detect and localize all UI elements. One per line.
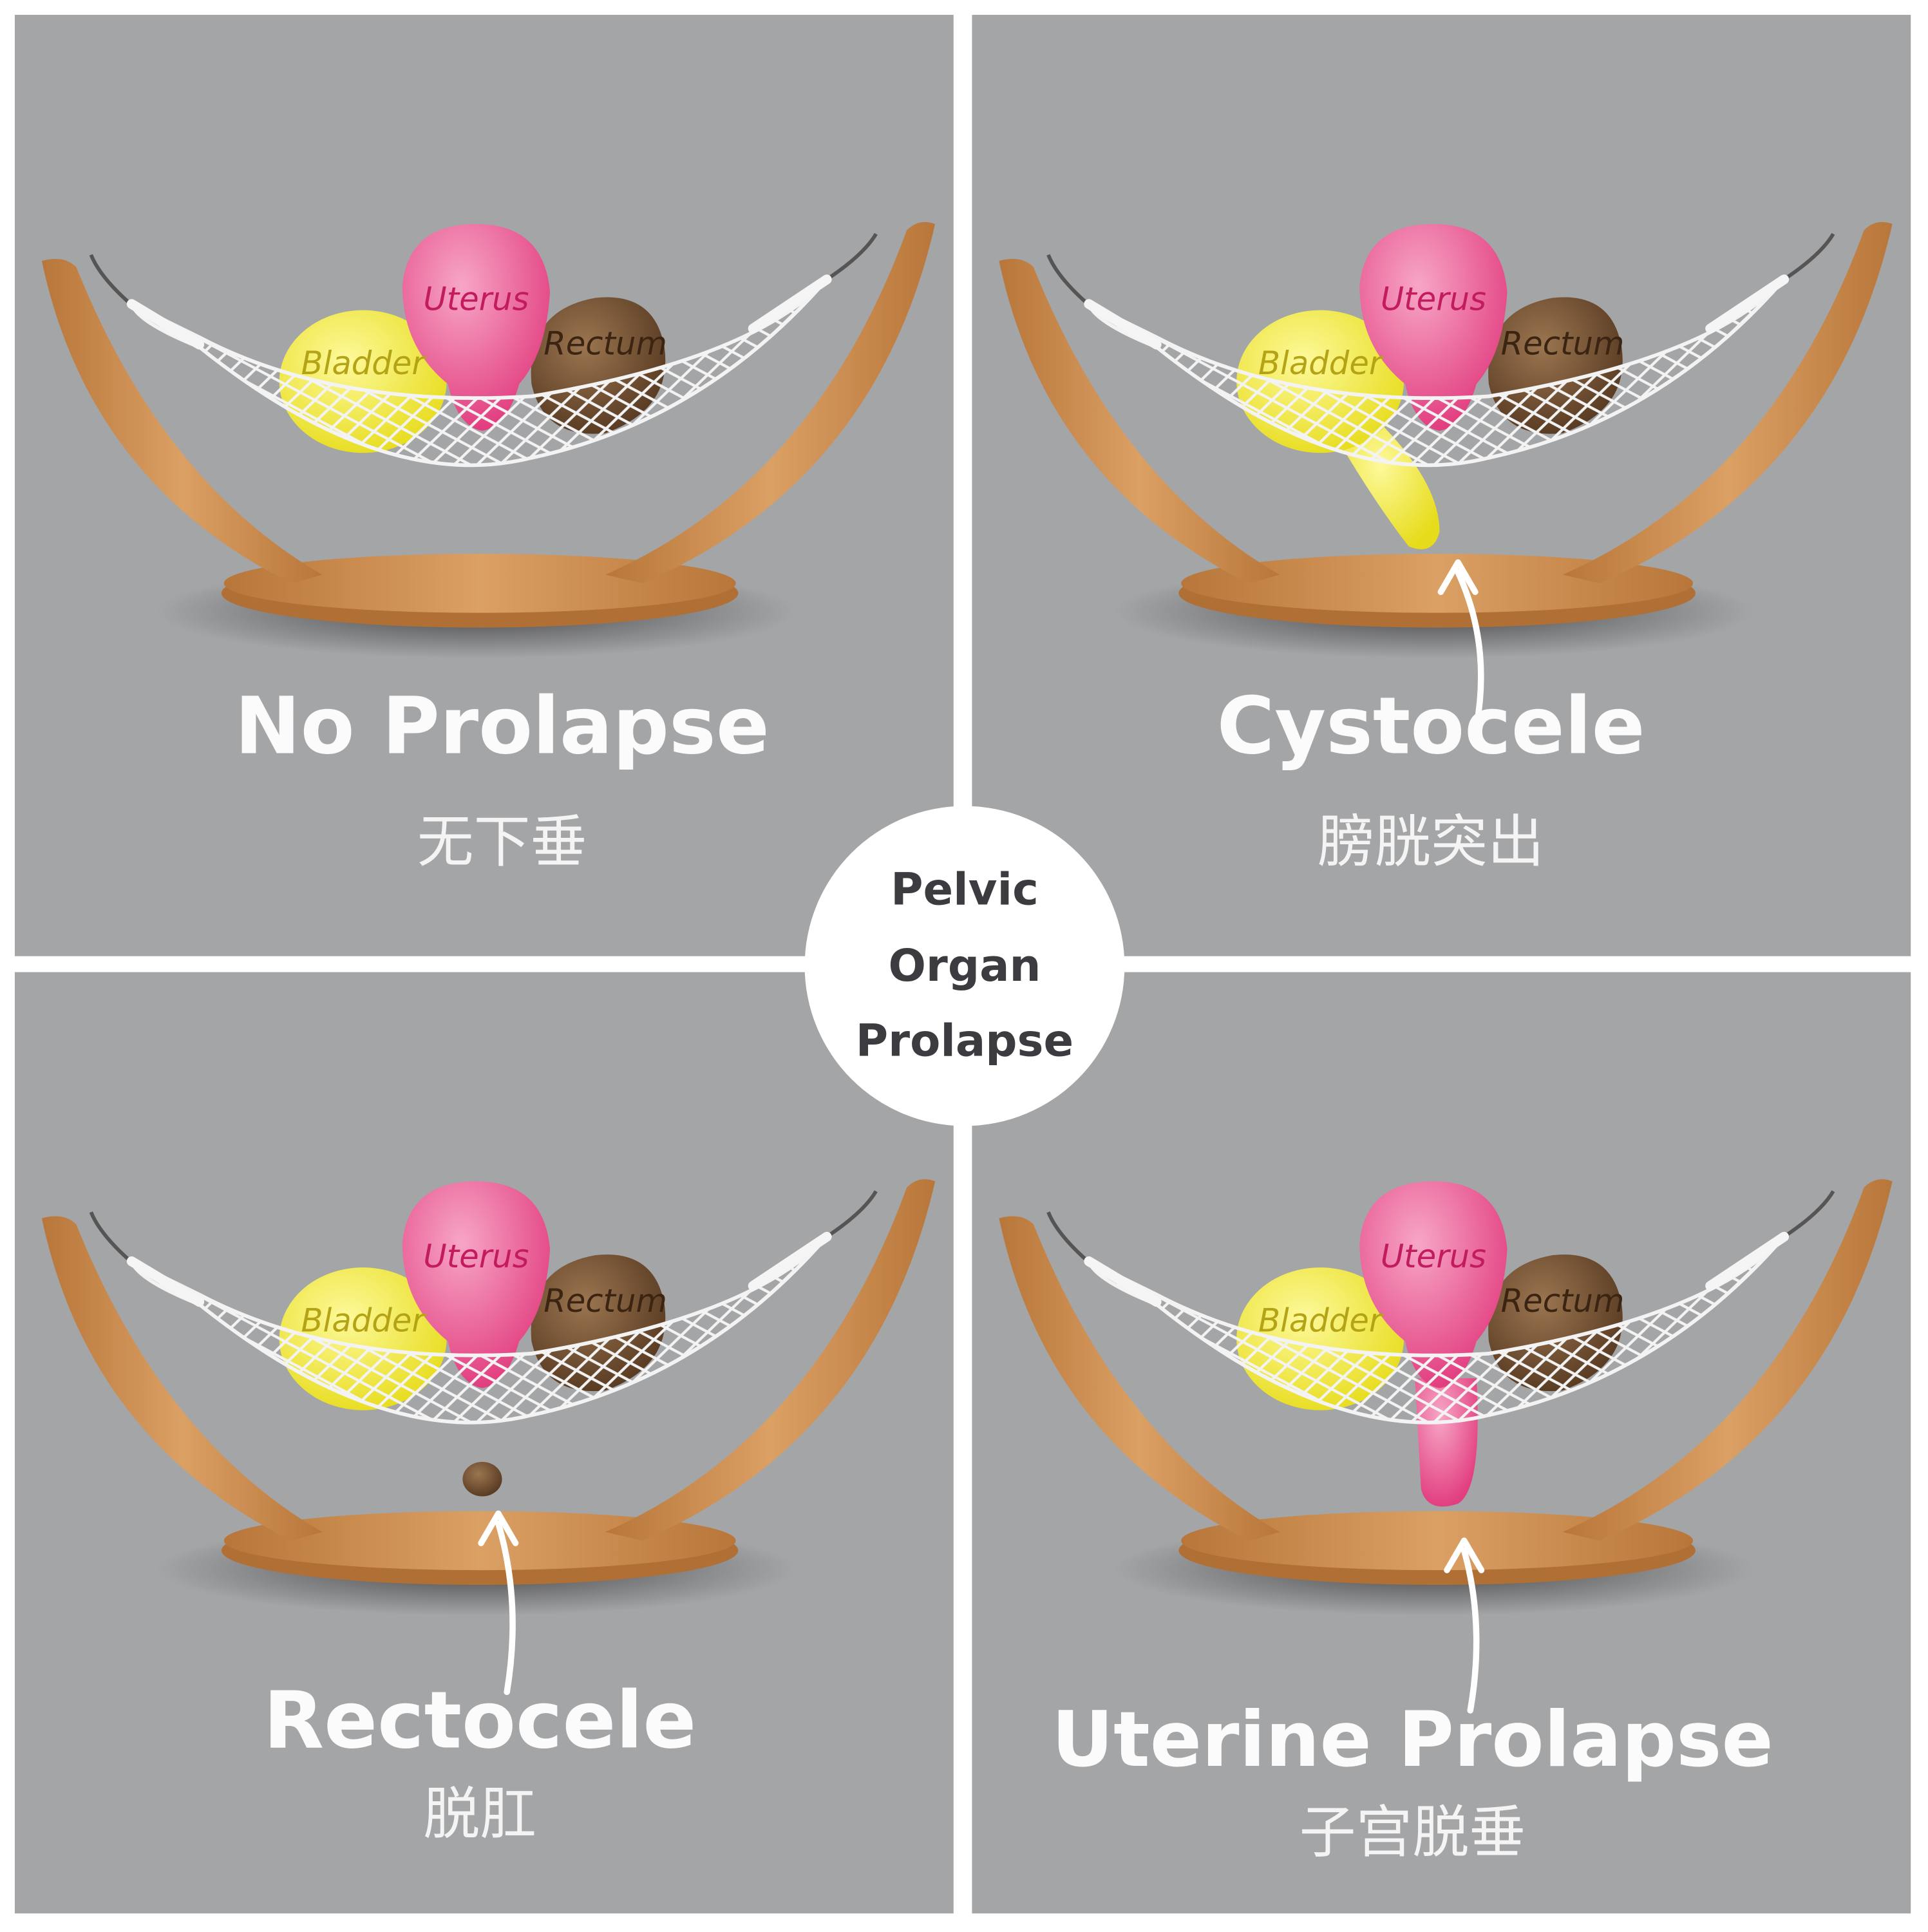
panel-subtitle-chinese: 无下垂 xyxy=(417,809,587,875)
stand-left-arm xyxy=(41,1216,323,1541)
pointer-arrow-icon xyxy=(1437,559,1484,730)
panel-title: Uterine Prolapse xyxy=(1052,1695,1773,1784)
hammock-left-bar xyxy=(126,299,205,350)
center-circle xyxy=(804,806,1125,1126)
stand-base-top xyxy=(223,553,736,613)
hammock-stand xyxy=(999,1179,1893,1616)
uterus-label: Uterus xyxy=(423,281,529,318)
center-title-line-2: Organ xyxy=(888,940,1041,992)
panel-subtitle-chinese: 脱肛 xyxy=(423,1781,536,1847)
panel-title: No Prolapse xyxy=(234,679,769,772)
hammock-left-bar xyxy=(1084,299,1162,350)
rectum-label: Rectum xyxy=(543,325,667,362)
panel-title: Cystocele xyxy=(1217,679,1645,772)
rectum-label: Rectum xyxy=(1501,1282,1625,1320)
hammock-right-bar xyxy=(1705,1231,1790,1291)
rectum-bulge xyxy=(462,1461,502,1497)
pointer-arrow-icon xyxy=(478,1510,519,1696)
panel-subtitle-chinese: 子宫脱垂 xyxy=(1300,1799,1526,1866)
bladder-label: Bladder xyxy=(301,345,426,382)
hammock-net xyxy=(128,278,829,468)
bladder-label: Bladder xyxy=(1258,1302,1384,1339)
bladder-label: Bladder xyxy=(1258,345,1384,382)
hammock-left-bar xyxy=(1084,1256,1162,1307)
stand-left-arm xyxy=(999,1216,1280,1541)
stand-right-arm xyxy=(1562,1179,1893,1541)
center-badge: Pelvic Organ Prolapse xyxy=(804,806,1125,1126)
right-hook-icon xyxy=(826,232,878,281)
hammock-right-bar xyxy=(748,1231,832,1291)
rectum-label: Rectum xyxy=(543,1282,667,1320)
uterus-shape xyxy=(402,223,551,431)
rectum-label: Rectum xyxy=(1501,325,1625,362)
center-title-line-1: Pelvic xyxy=(891,864,1039,915)
uterus-shape xyxy=(402,1181,551,1388)
hammock-right-bar xyxy=(748,274,832,334)
panel-title: Rectocele xyxy=(263,1674,696,1766)
stand-right-arm xyxy=(1562,222,1893,583)
hammock-net xyxy=(1086,1235,1786,1425)
stand-right-arm xyxy=(605,222,936,583)
pointer-arrow-icon xyxy=(1444,1537,1485,1714)
right-hook-icon xyxy=(1782,1190,1835,1238)
center-title-line-3: Prolapse xyxy=(856,1015,1073,1066)
right-hook-icon xyxy=(1782,232,1835,281)
hammock-left-bar xyxy=(126,1256,205,1307)
stand-right-arm xyxy=(605,1179,936,1541)
right-hook-icon xyxy=(826,1190,878,1238)
hammock-net xyxy=(128,1235,829,1425)
stand-left-arm xyxy=(999,259,1280,583)
uterus-label: Uterus xyxy=(423,1238,529,1275)
stand-left-arm xyxy=(41,259,323,583)
uterus-label: Uterus xyxy=(1381,1238,1486,1275)
hammock-net xyxy=(1086,278,1786,468)
uterus-shape xyxy=(1359,223,1507,431)
stand-base-top xyxy=(1181,553,1694,613)
uterus-shape xyxy=(1359,1181,1507,1388)
stand-base-top xyxy=(1181,1511,1694,1571)
bladder-label: Bladder xyxy=(301,1302,426,1339)
uterus-label: Uterus xyxy=(1381,281,1486,318)
hammock-right-bar xyxy=(1705,274,1790,334)
hammock-stand xyxy=(999,222,1893,659)
panel-background xyxy=(14,972,954,1914)
panel-subtitle-chinese: 膀胱突出 xyxy=(1318,809,1544,875)
